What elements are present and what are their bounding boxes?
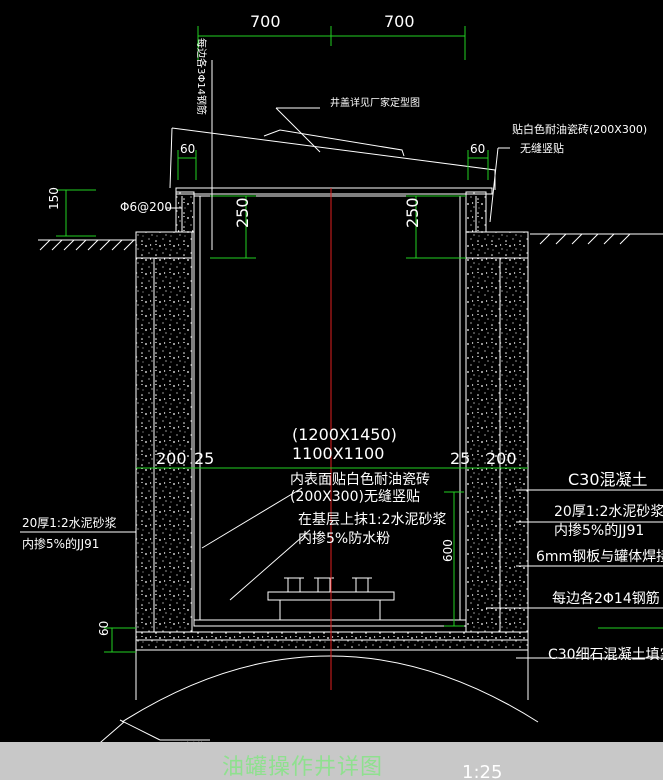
dim-left-250: 250 — [233, 197, 252, 228]
label-rebar-right: 每边各2Φ14钢筋 — [552, 590, 660, 607]
dim-h-60: 60 — [97, 621, 111, 636]
dim-cap-left: 60 — [180, 142, 195, 156]
label-inner-note-2: (200X300)无缝竖贴 — [290, 489, 420, 505]
manhole-cover — [169, 127, 496, 190]
dim-h-600: 600 — [441, 539, 455, 562]
label-tile-note-1: 贴白色耐油瓷砖(200X300) — [512, 122, 647, 136]
label-mortar-right-2: 内掺5%的JJ91 — [554, 522, 644, 539]
dim-height-150: 150 — [47, 187, 61, 210]
label-steel-plate: 6mm钢板与罐体焊接 — [536, 548, 663, 565]
label-mortar-left-2: 内掺5%的JJ91 — [22, 536, 99, 551]
label-mortar-right-1: 20厚1:2水泥砂浆 — [554, 504, 663, 520]
label-c30: C30混凝土 — [568, 470, 648, 489]
dim-top-right: 700 — [384, 12, 415, 31]
label-size-inner: 1100X1100 — [292, 444, 384, 463]
label-base-note-1: 在基层上抹1:2水泥砂浆 — [298, 511, 447, 528]
dim-phi: Φ6@200 — [120, 200, 172, 214]
dim-mid-200-left: 200 — [156, 449, 187, 468]
drawing-title: 油罐操作井详图 — [222, 755, 384, 780]
label-cover-note: 井盖详见厂家定型图 — [330, 96, 420, 109]
label-c30-gravel: C30细石混凝土填实 — [548, 647, 663, 663]
footer-bar — [0, 742, 663, 780]
tank-arc — [121, 655, 539, 723]
dim-right-250: 250 — [403, 197, 422, 228]
ground-line — [38, 233, 663, 251]
dim-mid-200-right: 200 — [486, 449, 517, 468]
label-size-outer: (1200X1450) — [292, 425, 397, 444]
label-base-note-2: 内掺5%防水粉 — [298, 530, 390, 547]
dim-mid-25-left: 25 — [194, 449, 214, 468]
label-rebar-vertical: 每边各3Φ14钢筋 — [195, 38, 208, 115]
dim-top-left: 700 — [250, 12, 281, 31]
dim-cap-right: 60 — [470, 142, 485, 156]
drawing-scale: 1:25 — [462, 762, 503, 780]
label-mortar-left-1: 20厚1:2水泥砂浆 — [22, 515, 117, 530]
label-inner-note-1: 内表面贴白色耐油瓷砖 — [290, 471, 430, 488]
label-tile-note-2: 无缝竖贴 — [520, 141, 564, 155]
dim-mid-25-right: 25 — [450, 449, 470, 468]
dimension-lines — [56, 26, 663, 653]
leader-lines — [20, 60, 663, 749]
